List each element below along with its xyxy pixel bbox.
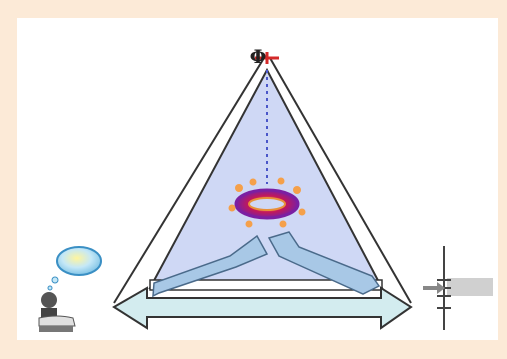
- phi-symbol-icon: Φ: [17, 46, 498, 68]
- inner-triangle: [150, 70, 382, 288]
- scale-bar-icon: [423, 246, 493, 330]
- thinking-person-icon: [39, 247, 101, 332]
- diagram-panel: Φ: [17, 18, 498, 340]
